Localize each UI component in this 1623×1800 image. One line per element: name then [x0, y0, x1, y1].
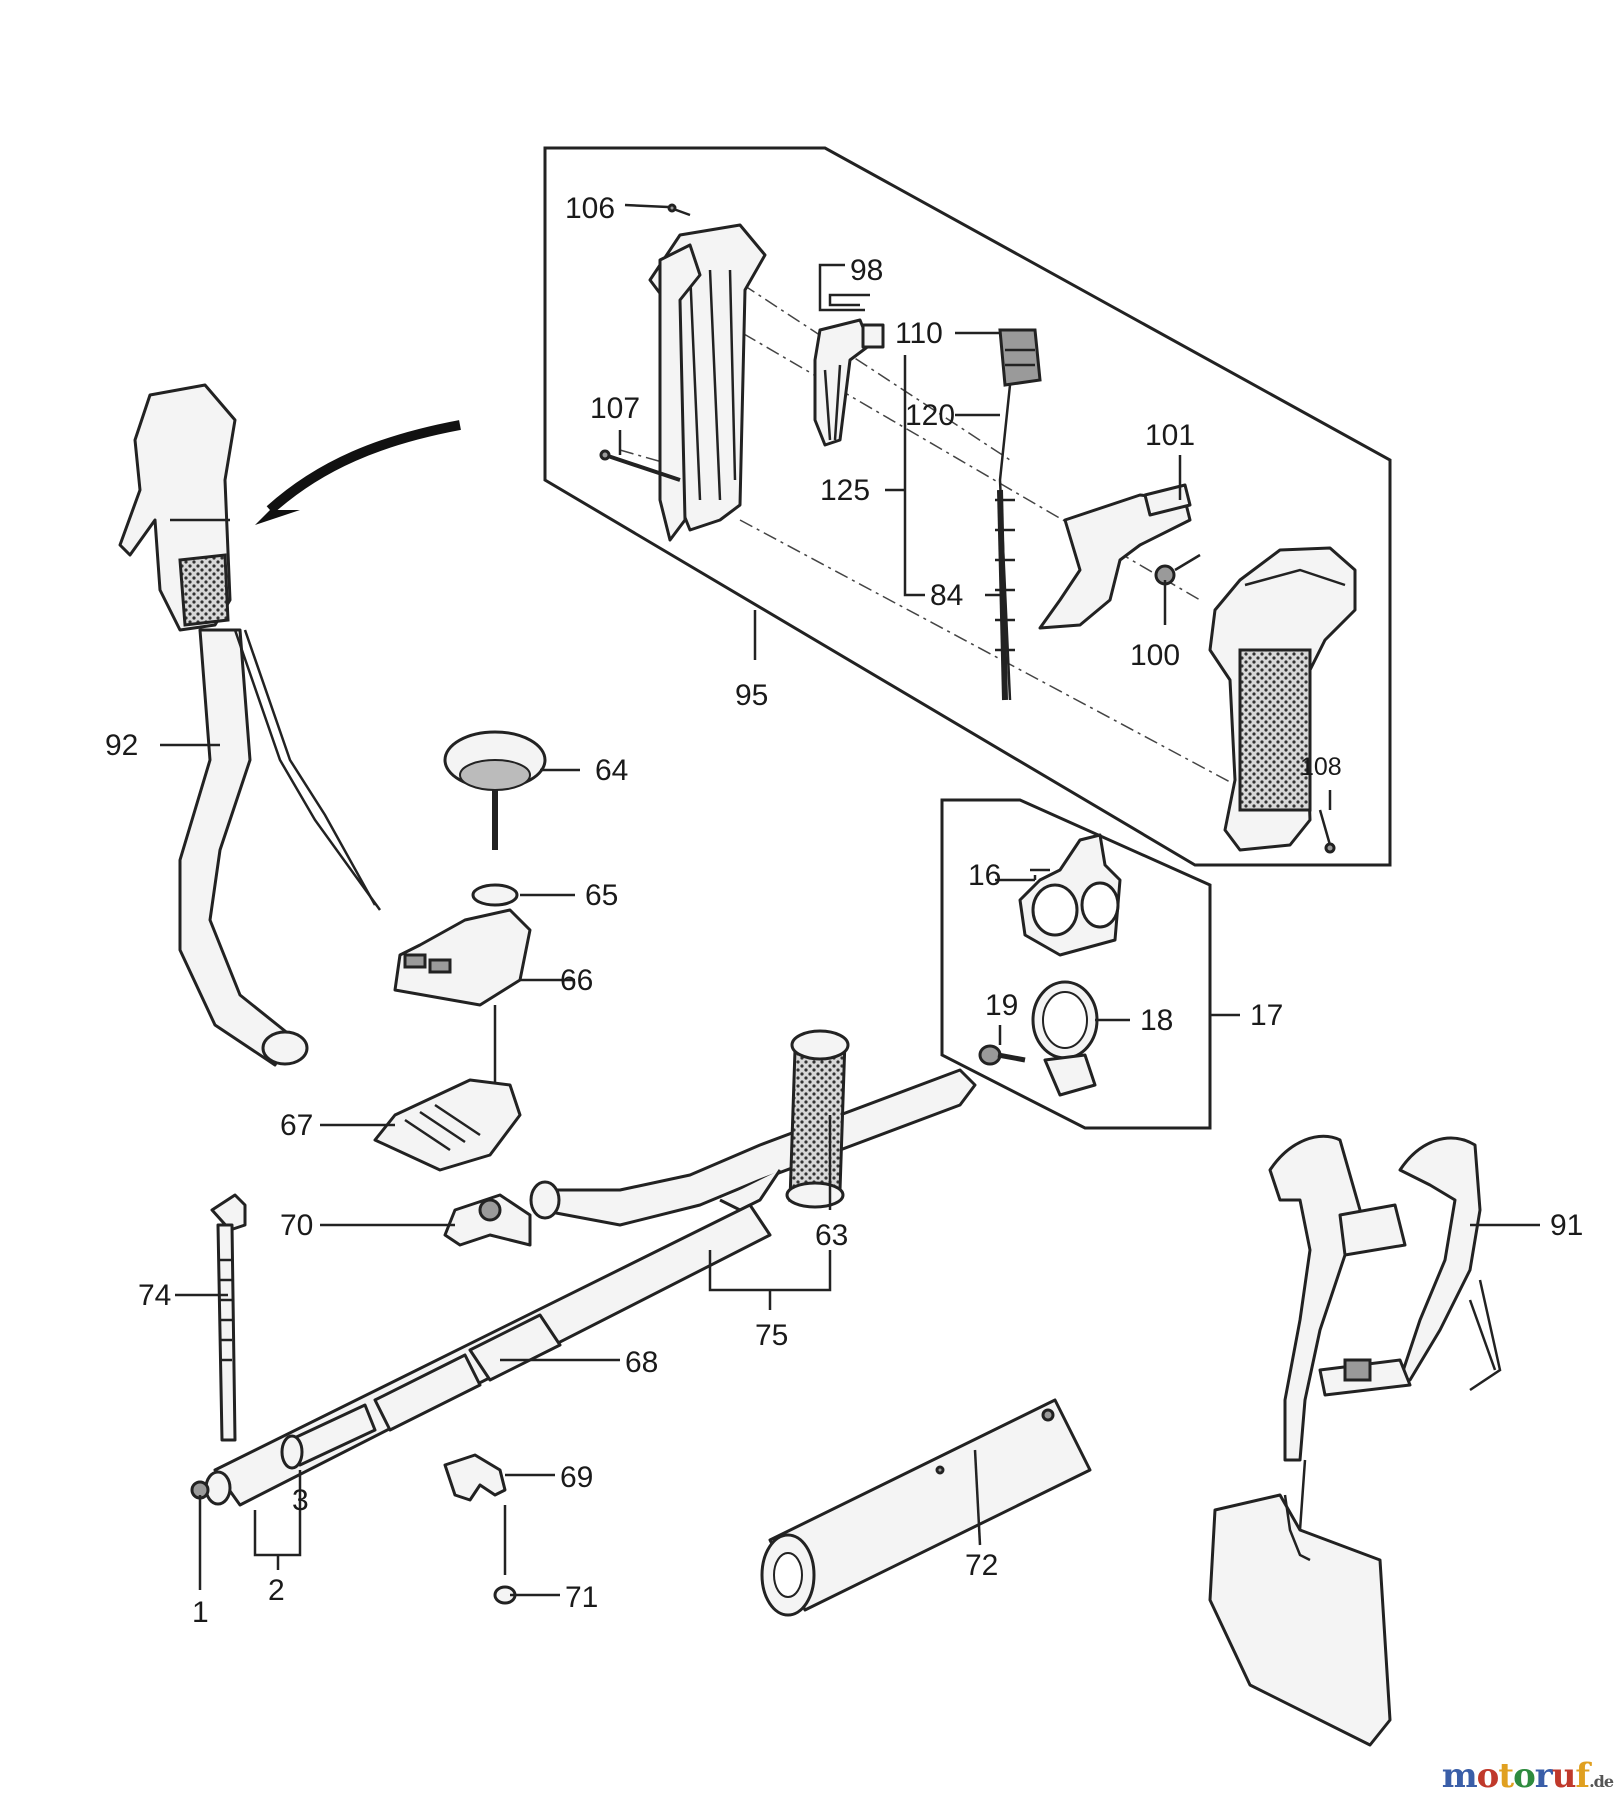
label-70: 70: [280, 1209, 313, 1242]
label-19: 19: [985, 989, 1018, 1022]
label-110: 110: [895, 317, 943, 350]
clamp-18: [1031, 980, 1099, 1097]
screw-106-top: [667, 203, 691, 217]
clamp-top-66: [393, 908, 532, 1007]
label-101: 101: [1145, 419, 1195, 452]
label-91: 91: [1550, 1209, 1583, 1242]
bracket-16: [1018, 833, 1122, 957]
label-68: 68: [625, 1346, 658, 1379]
arrow-icon: [255, 420, 461, 525]
watermark-logo: motoruf.de: [1441, 1756, 1614, 1796]
spring-100: [1154, 553, 1201, 586]
label-71: 71: [565, 1581, 598, 1614]
assembled-handle-92: [118, 383, 382, 1067]
label-108: 108: [1300, 753, 1342, 781]
screw-108: [1318, 809, 1336, 854]
watermark-char: t: [1498, 1756, 1514, 1796]
label-92: 92: [105, 729, 138, 762]
label-67: 67: [280, 1109, 313, 1142]
label-95: 95: [735, 679, 768, 712]
label-120: 120: [905, 399, 955, 432]
label-72: 72: [965, 1549, 998, 1582]
handle-housing-left: [648, 223, 767, 542]
label-125: 125: [820, 474, 870, 507]
label-106-top: 106: [565, 192, 615, 225]
clamp-bottom-67: [373, 1078, 522, 1172]
label-107: 107: [590, 392, 640, 425]
handle-housing-right: [1208, 546, 1357, 852]
watermark-char: o: [1513, 1756, 1536, 1796]
drive-shaft: [190, 1203, 772, 1507]
label-1: 1: [192, 1596, 209, 1629]
label-100: 100: [1130, 639, 1180, 672]
leader-lines: [160, 203, 1540, 1597]
washer-65: [471, 883, 519, 907]
label-69: 69: [560, 1461, 593, 1494]
throttle-assembly-frame: [543, 146, 1392, 867]
protective-tube-72: [760, 1398, 1092, 1617]
label-63: 63: [815, 1219, 848, 1252]
label-74: 74: [138, 1279, 171, 1312]
watermark-char: u: [1551, 1756, 1577, 1796]
label-18: 18: [1140, 1004, 1173, 1037]
label-16: 16: [968, 859, 1001, 892]
label-75: 75: [755, 1319, 788, 1352]
label-98: 98: [850, 254, 883, 287]
bracket-kit-frame: [940, 798, 1212, 1130]
label-66: 66: [560, 964, 593, 997]
clip-69: [443, 1453, 507, 1502]
label-2: 2: [268, 1574, 285, 1607]
lock-lever-98: [813, 318, 885, 447]
watermark-char: r: [1534, 1756, 1553, 1796]
throttle-trigger-101: [1038, 483, 1192, 630]
watermark-char: f: [1575, 1756, 1590, 1796]
watermark-char: o: [1476, 1756, 1500, 1796]
throttle-cable-84: [995, 489, 1015, 701]
cable-tie-74: [210, 1193, 247, 1442]
handle-bar-75: [529, 1068, 977, 1227]
bolt-19: [978, 1044, 1026, 1066]
label-84: 84: [930, 579, 963, 612]
shoulder-harness-91: [1208, 1134, 1502, 1747]
screw-107: [599, 449, 681, 482]
clamp-base-70: [443, 1193, 532, 1247]
stop-switch-110: [998, 328, 1042, 701]
label-3: 3: [292, 1484, 309, 1517]
part-labels: 106 98 110 107 120 101 125 84 100 95 108…: [105, 192, 1583, 1629]
knob-64: [443, 730, 547, 850]
label-64: 64: [595, 754, 628, 787]
grip-63: [785, 1029, 850, 1209]
watermark-char: m: [1441, 1756, 1478, 1796]
watermark-suffix: .de: [1589, 1772, 1614, 1791]
label-17: 17: [1250, 999, 1283, 1032]
label-65: 65: [585, 879, 618, 912]
